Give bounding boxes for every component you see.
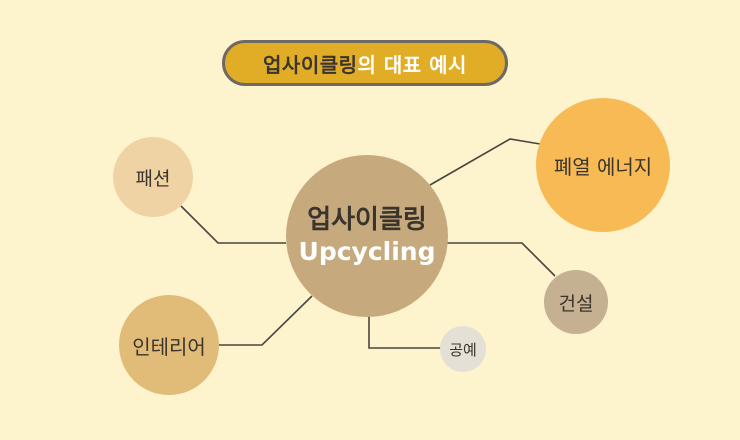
node-craft: 공예: [440, 326, 486, 372]
node-interior-label: 인테리어: [132, 334, 206, 359]
center-label-english: Upcycling: [298, 237, 436, 266]
title-main: 업사이클링: [263, 52, 358, 77]
connector-fashion: [180, 205, 286, 244]
connector-craft: [368, 316, 441, 349]
connector-construction: [446, 242, 556, 277]
center-node-upcycling: 업사이클링 Upcycling: [286, 155, 448, 317]
node-waste-energy-label: 폐열 에너지: [553, 154, 653, 179]
node-fashion: 패션: [113, 137, 193, 217]
node-craft-label: 공예: [449, 340, 477, 359]
node-construction: 건설: [544, 270, 608, 334]
center-label-korean: 업사이클링: [307, 205, 427, 235]
node-waste-energy: 폐열 에너지: [536, 98, 670, 232]
connector-waste-energy: [429, 138, 541, 186]
node-fashion-label: 패션: [135, 167, 171, 190]
title-rest: 의 대표 예시: [357, 52, 467, 77]
connector-interior: [219, 295, 313, 346]
node-construction-label: 건설: [558, 292, 594, 315]
node-interior: 인테리어: [119, 295, 219, 395]
